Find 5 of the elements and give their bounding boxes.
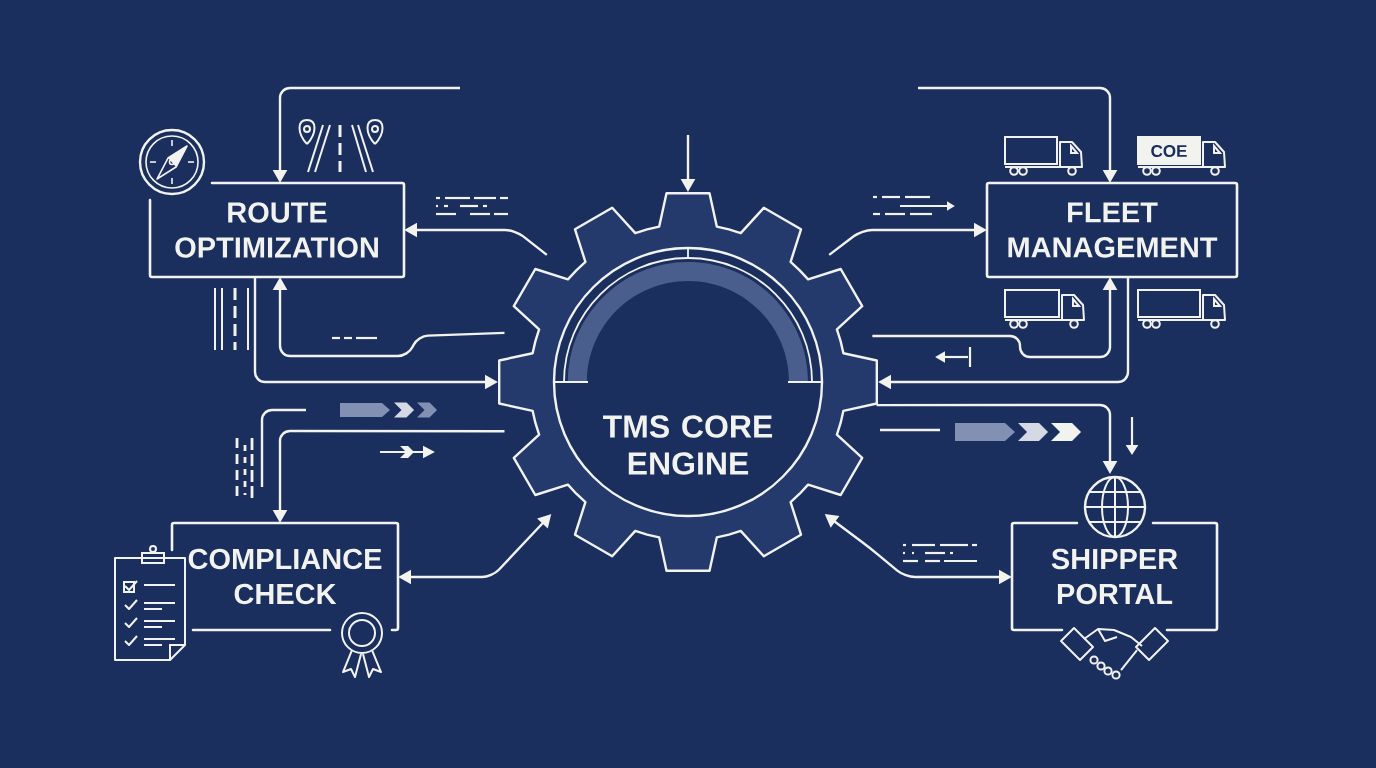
truck-label: COE xyxy=(1151,145,1187,157)
process-box: ROUTE OPTIMIZATION xyxy=(148,181,406,279)
process-box: COMPLIANCE CHECK xyxy=(170,521,400,632)
process-box: SHIPPER PORTAL xyxy=(1010,521,1219,632)
process-box: FLEET MANAGEMENT xyxy=(985,181,1239,279)
